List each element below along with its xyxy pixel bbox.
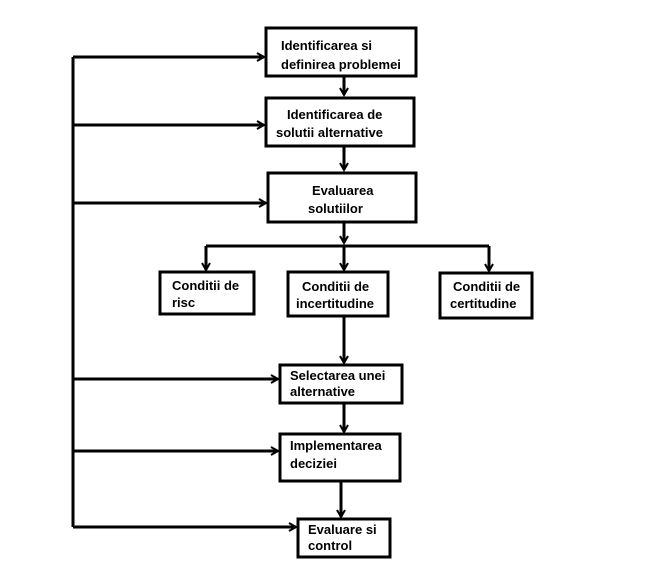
node-select-alternative: Selectarea unei alternative: [278, 363, 404, 405]
node-evaluate-solutions-line2: solutiilor: [308, 201, 363, 216]
node-evaluation-control: Evaluare si control: [296, 517, 392, 559]
node-evaluation-control-line1: Evaluare si: [308, 522, 377, 537]
feedback-loop: [71, 57, 296, 527]
node-identify-problem: Identificarea si definirea problemei: [264, 26, 418, 78]
node-select-alternative-line1: Selectarea unei: [290, 368, 385, 383]
node-risk-conditions-line2: risc: [172, 295, 195, 310]
node-implement-decision-line2: deciziei: [290, 456, 337, 471]
node-risk-conditions-line1: Conditii de: [172, 278, 239, 293]
node-identify-alternatives: Identificarea de solutii alternative: [264, 96, 416, 148]
node-identify-alternatives-line1: Identificarea de: [287, 107, 382, 122]
node-certainty-conditions-line2: certitudine: [450, 296, 516, 311]
node-certainty-conditions: Conditii de certitudine: [438, 271, 534, 320]
node-uncertainty-conditions: Conditii de incertitudine: [286, 270, 390, 318]
node-uncertainty-conditions-line1: Conditii de: [302, 279, 369, 294]
node-select-alternative-line2: alternative: [290, 384, 355, 399]
node-identify-problem-line1: Identificarea si: [281, 38, 372, 53]
node-evaluation-control-line2: control: [308, 538, 352, 553]
node-implement-decision: Implementarea deciziei: [278, 432, 402, 483]
node-implement-decision-line1: Implementarea: [290, 438, 383, 453]
node-evaluate-solutions-line1: Evaluarea: [312, 183, 374, 198]
flow-connectors: [206, 76, 489, 517]
node-identify-problem-line2: definirea problemei: [281, 57, 401, 72]
node-uncertainty-conditions-line2: incertitudine: [296, 296, 374, 311]
node-certainty-conditions-line1: Conditii de: [453, 279, 520, 294]
node-identify-alternatives-line2: solutii alternative: [276, 125, 383, 140]
node-evaluate-solutions: Evaluarea solutiilor: [266, 171, 418, 224]
node-risk-conditions: Conditii de risc: [158, 270, 256, 316]
